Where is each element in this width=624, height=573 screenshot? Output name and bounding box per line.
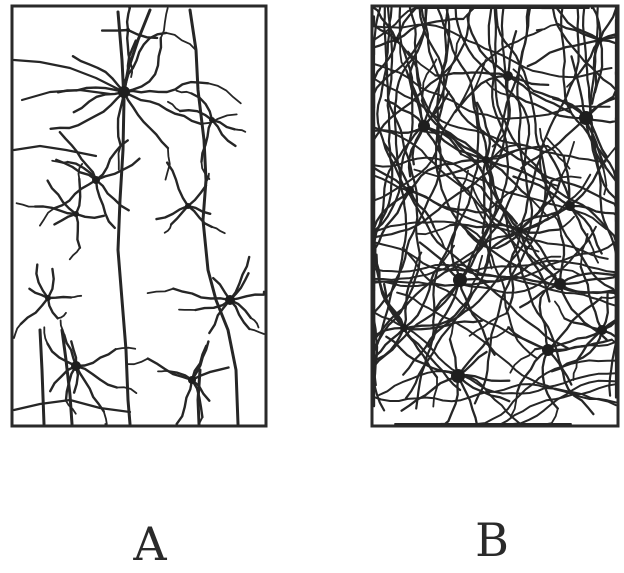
panel-a-dendrite-branch	[70, 248, 80, 260]
panel-b-dendrite	[508, 327, 548, 350]
panel-a-long-process	[40, 330, 44, 424]
panel-b-soma	[400, 324, 408, 332]
panel-a-long-process	[190, 10, 238, 424]
panel-b-soma	[453, 273, 467, 287]
panel-a-soma	[92, 176, 100, 184]
panel-b-soma	[517, 227, 523, 233]
panel-a-dendrite-branch	[104, 411, 107, 424]
panel-a-dendrite-branch	[251, 318, 259, 328]
panel-a-dendrite	[48, 297, 71, 298]
panel-a-dendrite	[48, 269, 54, 298]
panel-b-neurites	[374, 8, 616, 424]
panel-a-dendrite-branch	[40, 208, 54, 225]
panel-a-dendrite-branch	[127, 359, 148, 365]
panel-a-dendrite	[54, 214, 76, 224]
panel-a-dendrite-branch	[165, 224, 172, 233]
panel-a-soma	[225, 295, 235, 305]
panel-a-dendrite	[167, 163, 188, 206]
panel-a-somas	[45, 28, 235, 384]
panel-a-dendrite-branch	[166, 33, 196, 50]
panel-b-soma	[542, 344, 554, 356]
panel-b-dendrite	[436, 73, 509, 77]
panel-b-soma	[597, 325, 607, 335]
panel-b-soma	[418, 120, 430, 132]
panel-b-soma	[579, 111, 593, 125]
panel-a-label: A	[132, 517, 167, 571]
panel-a-dendrite	[173, 289, 230, 300]
panel-b-soma	[503, 71, 513, 81]
panel-a-dendrite-branch	[168, 102, 180, 111]
panel-a-soma	[71, 361, 81, 371]
panel-a-dendrite-branch	[158, 371, 169, 372]
panel-a-dendrite-branch	[212, 227, 225, 233]
panel-b	[372, 6, 618, 426]
panel-a-dendrite	[76, 214, 80, 248]
panel-a-dendrite	[76, 179, 80, 214]
panel-a-dendrite-branch	[208, 83, 241, 103]
panel-a-dendrite	[96, 159, 139, 180]
panel-a-soma	[209, 117, 215, 123]
panel-a-dendrite-branch	[176, 91, 191, 94]
panel-b-dendrite-branch	[544, 409, 558, 425]
panel-a-dendrite-branch	[71, 296, 81, 298]
panel-a-dendrite	[14, 146, 96, 156]
panel-a-neurites	[14, 8, 264, 424]
panel-a-dendrite	[51, 92, 124, 129]
panel-b-soma	[554, 278, 566, 290]
panel-b-soma	[565, 201, 575, 211]
panel-a-dendrite-branch	[44, 327, 47, 343]
panel-a-soma	[126, 28, 130, 32]
panel-a-soma	[185, 203, 191, 209]
panel-a-dendrite	[74, 92, 124, 112]
panel-b-label: B	[475, 513, 509, 567]
panel-a-dendrite	[127, 8, 130, 30]
panel-a-dendrite	[177, 380, 192, 424]
panel-a-dendrite	[96, 180, 115, 228]
panel-a-dendrite	[96, 180, 129, 210]
panel-b-soma	[597, 37, 603, 43]
panel-b-soma	[451, 369, 465, 383]
panel-b-dendrite-branch	[537, 24, 558, 30]
panel-a-dendrite	[50, 366, 76, 391]
panel-a-dendrite	[196, 300, 231, 310]
panel-a-dendrite	[22, 90, 110, 100]
panel-b-dendrite	[396, 19, 463, 40]
panel-a-dendrite	[127, 30, 130, 63]
panel-b-dendrite-branch	[433, 377, 437, 406]
panel-a-dendrite-branch	[58, 313, 66, 319]
panel-a-dendrite-branch	[17, 203, 35, 206]
panel-b-dendrite	[458, 339, 489, 376]
panel-a-soma	[73, 211, 79, 217]
panel-b-dendrite	[542, 8, 600, 40]
panel-b-dendrite-branch	[605, 142, 616, 160]
panel-a-dendrite-branch	[14, 324, 21, 338]
panel-b-dendrite-branch	[463, 8, 479, 19]
panel-b-dendrite-branch	[555, 302, 565, 319]
panel-b-dendrite	[534, 91, 586, 118]
panel-a-dendrite	[48, 298, 58, 318]
panel-b-soma	[482, 156, 490, 164]
panel-a-soma	[118, 86, 130, 98]
panel-a	[12, 6, 266, 426]
panel-b-dendrite	[560, 236, 564, 285]
panel-b-soma	[393, 37, 399, 43]
panel-a-dendrite-branch	[249, 329, 264, 334]
panel-a-dendrite-branch	[148, 289, 174, 294]
panel-b-dendrite	[460, 280, 495, 355]
panel-a-dendrite	[14, 60, 124, 92]
panel-a-dendrite	[102, 30, 128, 31]
panel-a-dendrite	[54, 180, 96, 208]
panel-b-soma	[406, 186, 414, 194]
panel-a-soma	[188, 376, 196, 384]
panel-a-dendrite	[76, 349, 116, 366]
panel-a-soma	[45, 295, 51, 301]
panel-a-dendrite	[76, 214, 104, 218]
panel-a-dendrite	[21, 298, 48, 324]
panel-a-dendrite	[124, 92, 201, 124]
panel-a-dendrite-branch	[235, 129, 246, 132]
